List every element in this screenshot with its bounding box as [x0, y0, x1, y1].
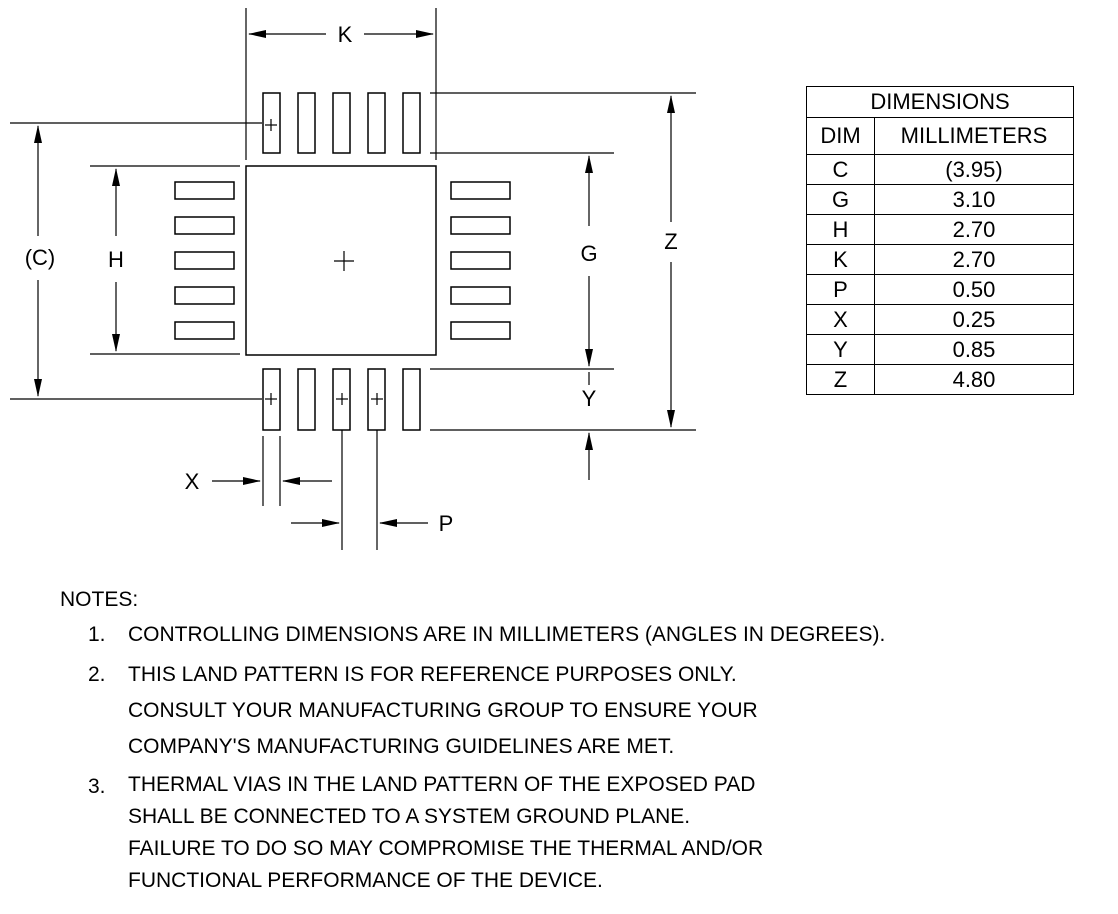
dim-cell: X — [806, 304, 875, 335]
dim-cell: K — [806, 244, 875, 275]
pad — [450, 216, 511, 235]
table-title: DIMENSIONS — [806, 86, 1074, 118]
table-row: C(3.95) — [806, 154, 1074, 185]
label-X: X — [185, 469, 200, 494]
pad — [174, 216, 235, 235]
label-C: (C) — [25, 245, 56, 270]
dim-G — [430, 152, 614, 370]
note-line: CONSULT YOUR MANUFACTURING GROUP TO ENSU… — [128, 699, 758, 722]
value-cell: 2.70 — [874, 244, 1074, 275]
pad — [174, 251, 235, 270]
note-line: THERMAL VIAS IN THE LAND PATTERN OF THE … — [128, 773, 756, 796]
column-header-millimeters: MILLIMETERS — [874, 117, 1074, 155]
top-pads — [262, 92, 421, 154]
note-number: 1. — [88, 623, 106, 646]
pad — [450, 251, 511, 270]
dim-cell: P — [806, 274, 875, 305]
bottom-pads — [262, 368, 421, 431]
notes-title: NOTES: — [60, 588, 139, 611]
dim-cell: Z — [806, 364, 875, 395]
pad — [450, 321, 511, 340]
dim-K — [245, 8, 437, 160]
value-cell: 3.10 — [874, 184, 1074, 215]
notes-section: NOTES: 1. CONTROLLING DIMENSIONS ARE IN … — [60, 582, 885, 897]
center-mark — [334, 251, 354, 271]
label-Z: Z — [664, 229, 677, 254]
value-cell: 2.70 — [874, 214, 1074, 245]
pad — [332, 92, 351, 154]
dim-Z — [430, 92, 696, 431]
pad — [402, 368, 421, 431]
left-pads — [174, 181, 235, 340]
dim-C — [10, 122, 262, 400]
pad — [174, 321, 235, 340]
note-line: FUNCTIONAL PERFORMANCE OF THE DEVICE. — [128, 869, 603, 892]
value-cell: 0.50 — [874, 274, 1074, 305]
note-number: 2. — [88, 663, 106, 686]
column-header-dim: DIM — [806, 117, 875, 155]
dim-cell: G — [806, 184, 875, 215]
dim-P — [291, 430, 428, 550]
pad — [367, 92, 386, 154]
note-line: CONTROLLING DIMENSIONS ARE IN MILLIMETER… — [128, 623, 886, 646]
dim-cell: H — [806, 214, 875, 245]
pad — [297, 92, 316, 154]
note-line: COMPANY'S MANUFACTURING GUIDELINES ARE M… — [128, 735, 675, 758]
note-line: FAILURE TO DO SO MAY COMPROMISE THE THER… — [128, 837, 764, 860]
pad — [450, 181, 511, 200]
note-item: 1. CONTROLLING DIMENSIONS ARE IN MILLIME… — [88, 617, 885, 653]
note-line: THIS LAND PATTERN IS FOR REFERENCE PURPO… — [128, 663, 737, 686]
pad — [174, 181, 235, 200]
right-pads — [450, 181, 511, 340]
pad — [402, 92, 421, 154]
label-G: G — [580, 241, 597, 266]
value-cell: 0.85 — [874, 334, 1074, 365]
dim-H — [90, 165, 240, 355]
value-cell: (3.95) — [874, 154, 1074, 185]
note-line: SHALL BE CONNECTED TO A SYSTEM GROUND PL… — [128, 805, 691, 828]
note-item: 3. THERMAL VIAS IN THE LAND PATTERN OF T… — [88, 769, 885, 897]
dim-X — [212, 436, 332, 506]
land-pattern-drawing: K (C) H G Z Y X — [10, 8, 696, 550]
dim-cell: C — [806, 154, 875, 185]
label-H: H — [108, 247, 124, 272]
note-item: 2. THIS LAND PATTERN IS FOR REFERENCE PU… — [88, 657, 885, 765]
label-P: P — [439, 511, 454, 536]
value-cell: 0.25 — [874, 304, 1074, 335]
label-Y: Y — [582, 386, 597, 411]
dim-cell: Y — [806, 334, 875, 365]
value-cell: 4.80 — [874, 364, 1074, 395]
note-number: 3. — [88, 775, 106, 798]
pad — [297, 368, 316, 431]
pad — [450, 286, 511, 305]
label-K: K — [338, 22, 353, 47]
pad — [174, 286, 235, 305]
